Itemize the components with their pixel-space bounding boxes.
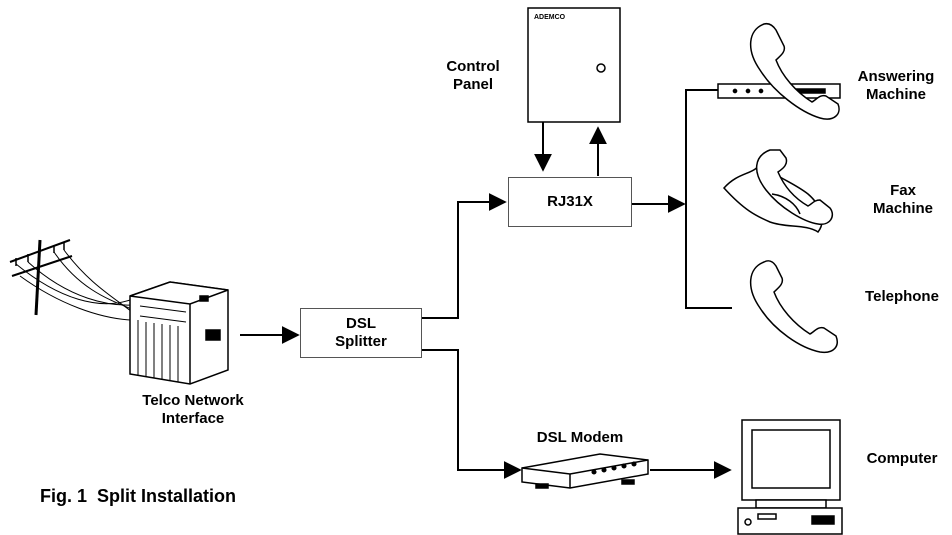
- computer-icon: [737, 419, 843, 535]
- splitter-to-modem-arrow: [422, 349, 522, 479]
- control-panel-label: Control Panel: [446, 58, 500, 93]
- telephone-icon: [750, 260, 838, 354]
- utility-pole-icon: [9, 239, 137, 321]
- telco-network-interface-label: Telco Network Interface: [142, 392, 244, 427]
- dsl-modem-icon: [521, 453, 649, 489]
- control-panel-icon: [527, 7, 621, 123]
- dsl-modem-label: DSL Modem: [536, 429, 624, 446]
- dsl-splitter-box: DSL Splitter: [300, 308, 422, 358]
- telco-interface-icon: [129, 281, 229, 385]
- telephone-label: Telephone: [865, 288, 939, 305]
- fax-machine-label: Fax Machine: [872, 182, 933, 217]
- fax-machine-icon: [722, 149, 834, 234]
- control-panel-brand: ADEMCO: [534, 14, 566, 21]
- figure-caption: Fig. 1 Split Installation: [40, 486, 237, 506]
- phone-line-bus: [685, 89, 732, 309]
- computer-label: Computer: [866, 450, 938, 467]
- connector-lines: [240, 89, 732, 479]
- answering-machine-label: Answering Machine: [857, 68, 935, 103]
- rj31x-box: RJ31X: [508, 177, 632, 227]
- splitter-to-rj31x-arrow: [422, 193, 507, 319]
- answering-machine-icon: [717, 22, 841, 120]
